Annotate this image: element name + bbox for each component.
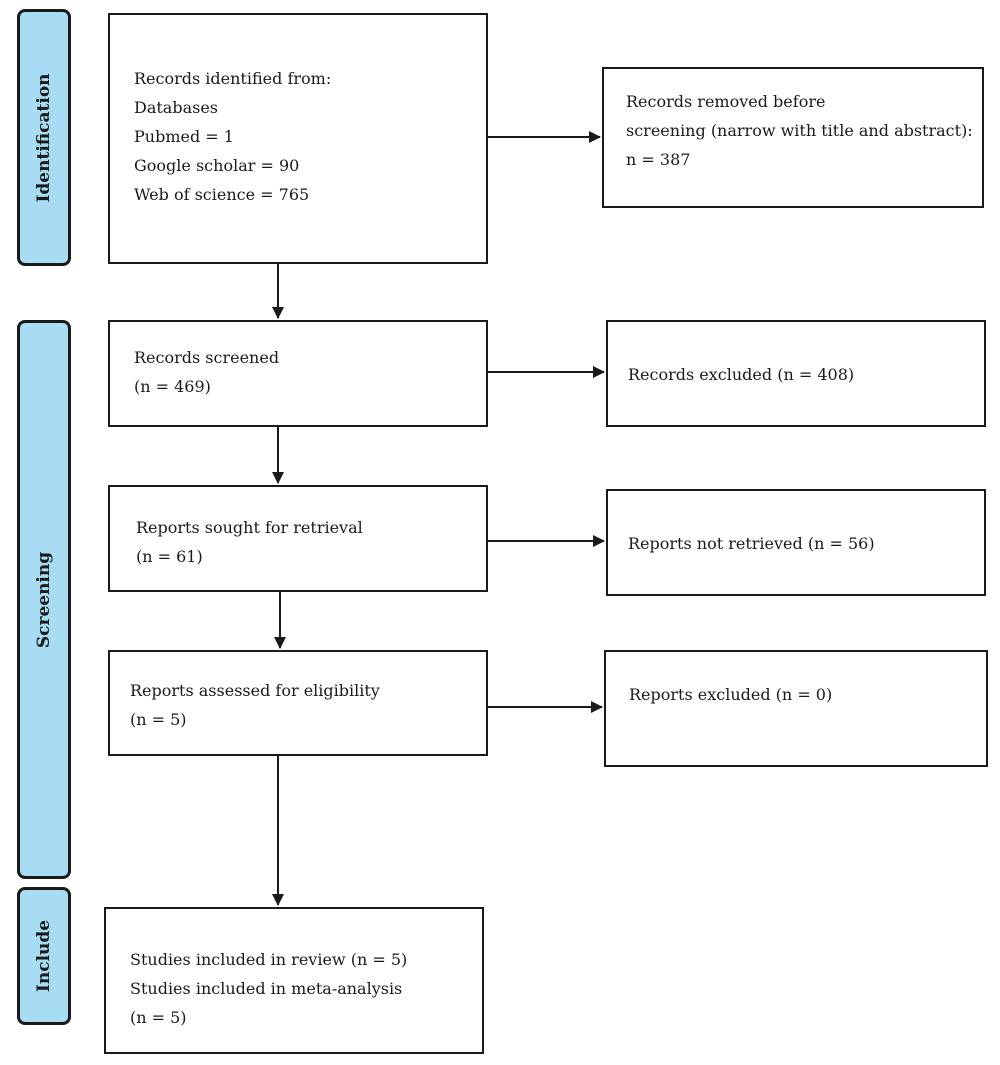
text-line: Records excluded (n = 408) xyxy=(628,365,855,384)
text-line: Web of science = 765 xyxy=(134,185,310,204)
text-line: Records removed before xyxy=(626,92,826,111)
text-line: Reports assessed for eligibility xyxy=(130,681,380,700)
text-line: n = 387 xyxy=(626,150,691,169)
studies-included-box: Studies included in review (n = 5) Studi… xyxy=(104,907,484,1054)
phase-include: Include xyxy=(17,887,71,1025)
reports-assessed-box: Reports assessed for eligibility (n = 5) xyxy=(108,650,488,756)
text-line: Records identified from: xyxy=(134,69,332,88)
records-screened-box: Records screened (n = 469) xyxy=(108,320,488,427)
text-line: Records screened xyxy=(134,348,280,367)
reports-sought-box: Reports sought for retrieval (n = 61) xyxy=(108,485,488,592)
text-line: (n = 469) xyxy=(134,377,211,396)
text-line: Studies included in meta-analysis xyxy=(130,979,403,998)
reports-excluded-box: Reports excluded (n = 0) xyxy=(604,650,988,767)
text-line: Reports sought for retrieval xyxy=(136,518,363,537)
records-identified-box: Records identified from: Databases Pubme… xyxy=(108,13,488,264)
text-line: Databases xyxy=(134,98,219,117)
reports-not-retrieved-box: Reports not retrieved (n = 56) xyxy=(606,489,986,596)
text-line: Reports not retrieved (n = 56) xyxy=(628,534,875,553)
text-line: Pubmed = 1 xyxy=(134,127,234,146)
records-removed-box: Records removed before screening (narrow… xyxy=(602,67,984,208)
text-line: Reports excluded (n = 0) xyxy=(629,685,833,704)
text-line: (n = 61) xyxy=(136,547,203,566)
text-line: (n = 5) xyxy=(130,1008,187,1027)
text-line: screening (narrow with title and abstrac… xyxy=(626,121,973,140)
text-line: (n = 5) xyxy=(130,710,187,729)
phase-identification: Identification xyxy=(17,9,71,266)
text-line: Google scholar = 90 xyxy=(134,156,300,175)
text-line: Studies included in review (n = 5) xyxy=(130,950,408,969)
records-excluded-box: Records excluded (n = 408) xyxy=(606,320,986,427)
phase-screening: Screening xyxy=(17,320,71,879)
